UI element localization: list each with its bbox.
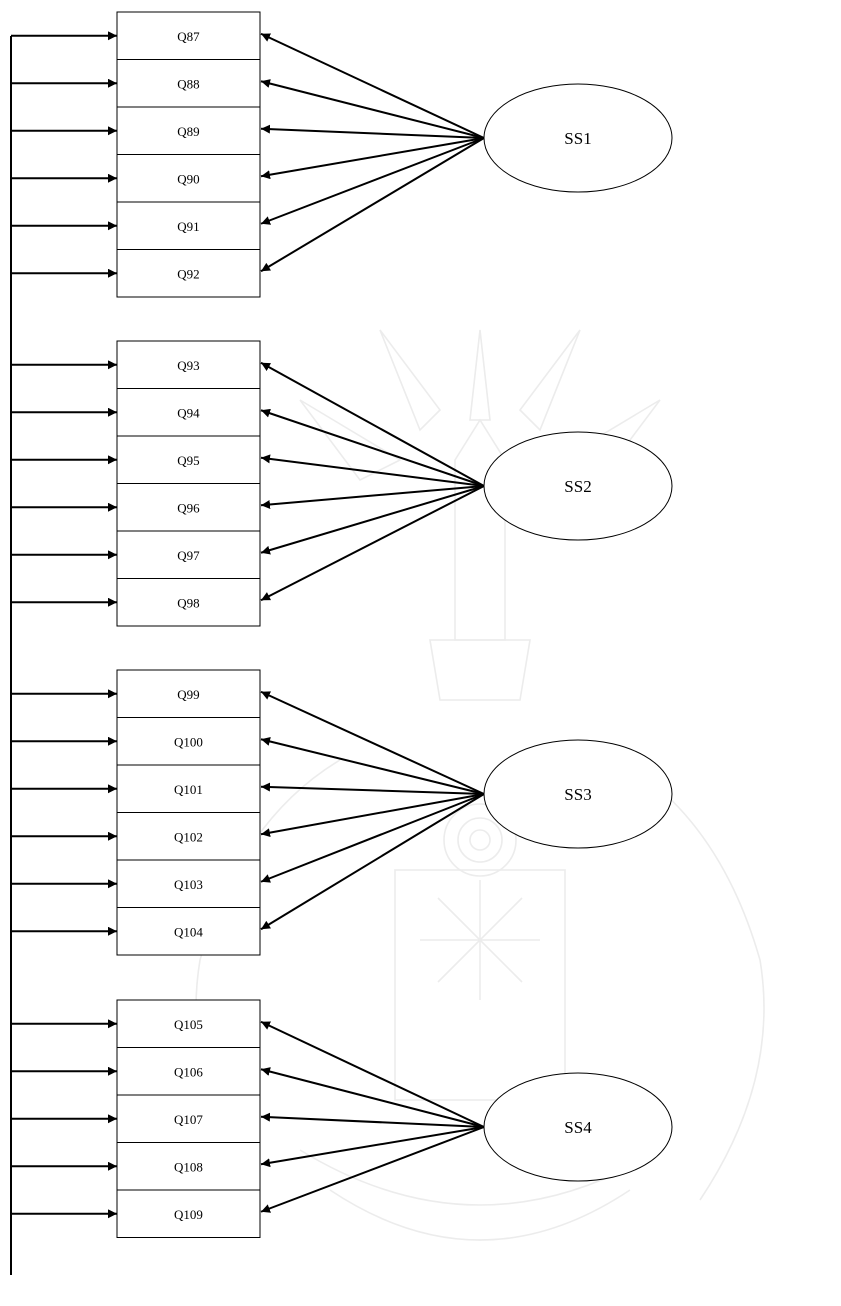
- indicator-label-q97: Q97: [177, 548, 200, 563]
- factor-label-ss2: SS2: [564, 477, 591, 496]
- indicator-box-q106: [116, 1047, 261, 1096]
- indicator-box-q89: [116, 106, 261, 155]
- loading-arrow-q108: [260, 1126, 485, 1168]
- indicator-label-q99: Q99: [177, 687, 199, 702]
- loading-arrow-q95: [260, 454, 485, 487]
- indicator-label-q92: Q92: [177, 266, 199, 281]
- indicator-label-q101: Q101: [174, 782, 203, 797]
- factor-ellipse-ss2: [483, 431, 673, 541]
- indicator-label-q87: Q87: [177, 29, 200, 44]
- indicator-label-q94: Q94: [177, 405, 200, 420]
- factor-label-ss1: SS1: [564, 129, 591, 148]
- loading-arrow-q103: [260, 793, 485, 883]
- indicator-box-q91: [116, 201, 261, 250]
- indicator-label-q98: Q98: [177, 595, 199, 610]
- diagram-layer: Q87Q88Q89Q90Q91Q92SS1Q93Q94Q95Q96Q97Q98S…: [10, 11, 673, 1275]
- indicator-label-q102: Q102: [174, 829, 203, 844]
- indicator-label-q96: Q96: [177, 500, 200, 515]
- loading-arrow-q96: [260, 485, 485, 509]
- loading-arrow-q93: [260, 361, 485, 487]
- indicator-box-q88: [116, 59, 261, 108]
- indicator-label-q91: Q91: [177, 219, 199, 234]
- indicator-box-q105: [116, 999, 261, 1048]
- loading-arrow-q89: [260, 124, 485, 139]
- loading-arrow-q98: [260, 485, 485, 602]
- indicator-label-q103: Q103: [174, 877, 203, 892]
- indicator-box-q94: [116, 388, 261, 437]
- indicator-box-q103: [116, 859, 261, 908]
- indicator-box-q100: [116, 717, 261, 766]
- loading-arrow-q92: [260, 137, 485, 273]
- loading-arrow-q101: [260, 782, 485, 795]
- loading-arrow-q99: [260, 690, 485, 795]
- loading-arrow-q109: [260, 1126, 485, 1213]
- factor-ellipse-ss3: [483, 739, 673, 849]
- indicator-label-q93: Q93: [177, 358, 199, 373]
- loading-arrow-q97: [260, 485, 485, 555]
- indicator-box-q90: [116, 154, 261, 203]
- indicator-label-q88: Q88: [177, 76, 199, 91]
- loading-arrow-q88: [260, 79, 485, 139]
- loading-arrow-q91: [260, 137, 485, 225]
- indicator-label-q107: Q107: [174, 1112, 203, 1127]
- loading-arrow-q102: [260, 793, 485, 838]
- loading-arrow-q100: [260, 737, 485, 795]
- indicator-box-q109: [116, 1189, 261, 1238]
- indicator-box-q102: [116, 812, 261, 861]
- indicator-box-q87: [116, 11, 261, 60]
- loading-arrow-q105: [260, 1020, 485, 1128]
- indicator-box-q99: [116, 669, 261, 718]
- factor-ellipse-ss4: [483, 1072, 673, 1182]
- factor-label-ss4: SS4: [564, 1118, 592, 1137]
- indicator-box-q96: [116, 483, 261, 532]
- loading-arrow-q107: [260, 1112, 485, 1128]
- indicator-label-q108: Q108: [174, 1159, 203, 1174]
- indicator-label-q100: Q100: [174, 734, 203, 749]
- factor-label-ss3: SS3: [564, 785, 591, 804]
- indicator-box-q95: [116, 435, 261, 484]
- indicator-box-q107: [116, 1094, 261, 1143]
- indicator-box-q98: [116, 578, 261, 627]
- loading-arrow-q104: [260, 793, 485, 931]
- loading-arrow-q106: [260, 1067, 485, 1128]
- indicator-label-q89: Q89: [177, 124, 199, 139]
- indicator-label-q104: Q104: [174, 924, 203, 939]
- indicator-label-q105: Q105: [174, 1017, 203, 1032]
- indicator-label-q106: Q106: [174, 1064, 203, 1079]
- loading-arrow-q90: [260, 137, 485, 180]
- factor-ellipse-ss1: [483, 83, 673, 193]
- loading-arrow-q94: [260, 408, 485, 487]
- indicator-label-q95: Q95: [177, 453, 199, 468]
- loading-arrow-q87: [260, 32, 485, 139]
- watermark-emblem: [195, 329, 765, 1241]
- indicator-label-q90: Q90: [177, 171, 199, 186]
- indicator-label-q109: Q109: [174, 1207, 203, 1222]
